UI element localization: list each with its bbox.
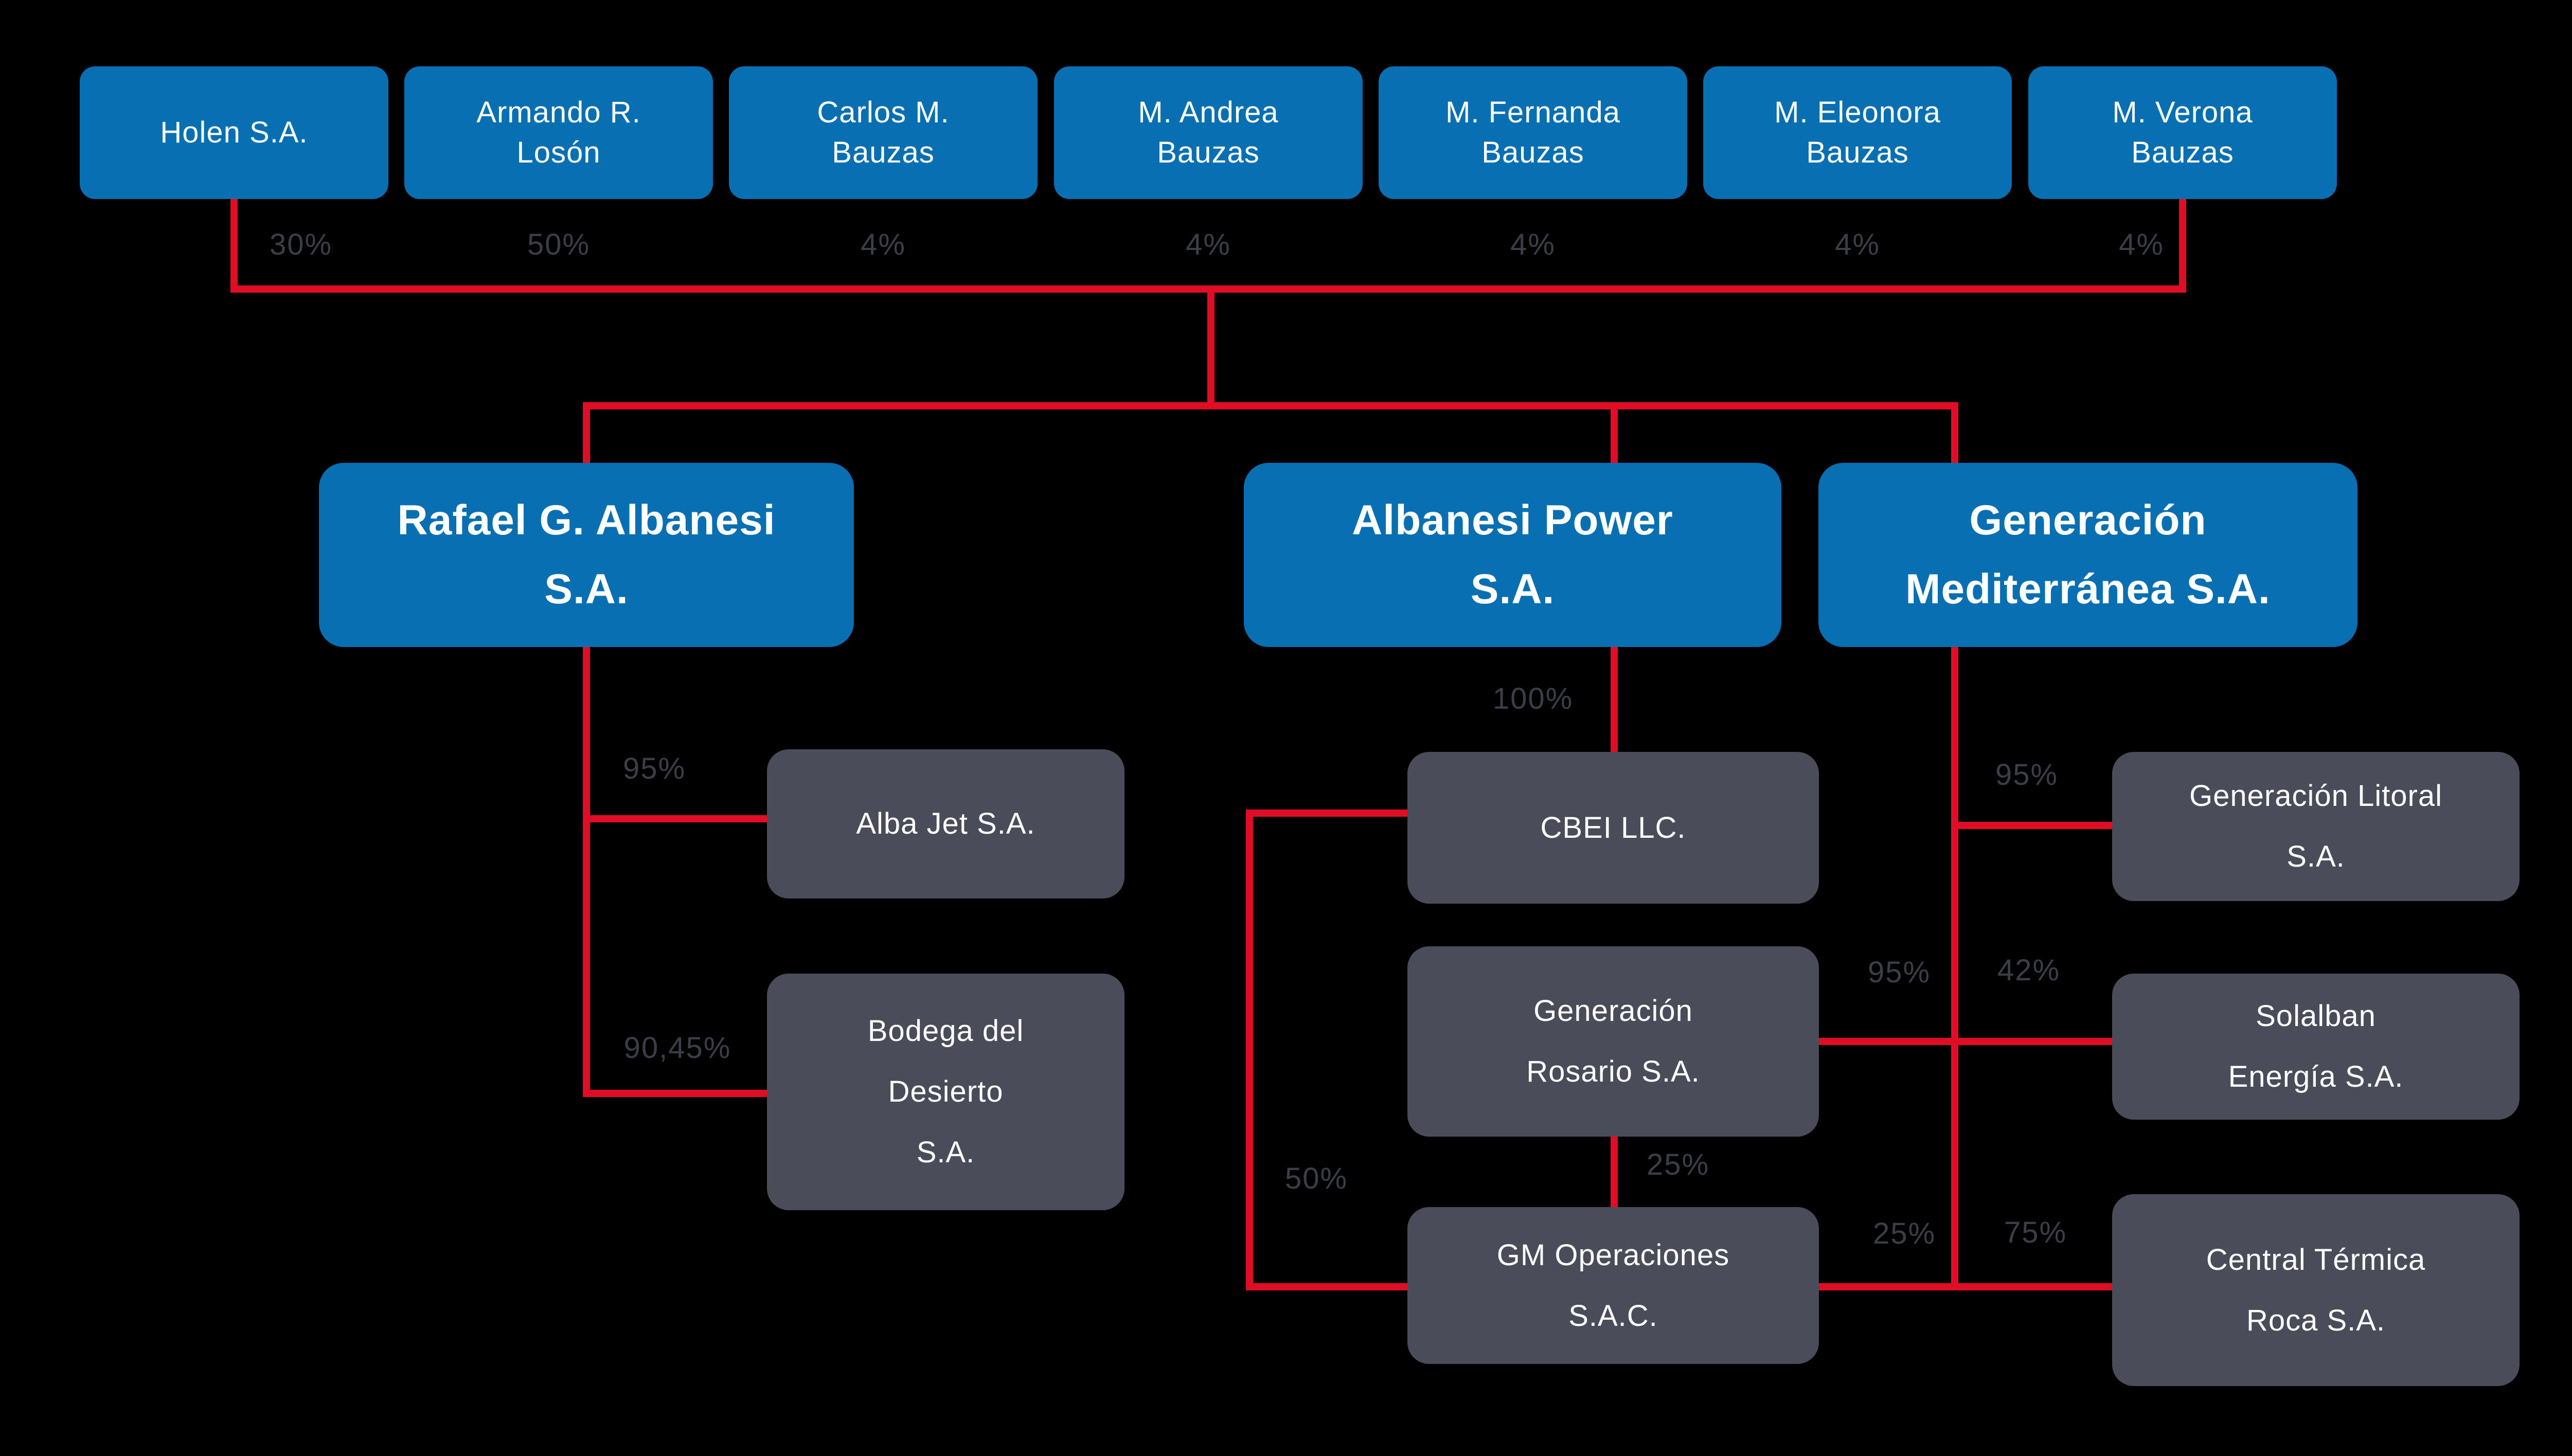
ownership-label-fernanda: 4% <box>1510 227 1556 261</box>
node-label: M. Andrea <box>1138 96 1279 129</box>
node-label: Bauzas <box>2131 136 2234 169</box>
connector-bodega-branch <box>583 1090 767 1097</box>
connector-rafael-stem <box>583 647 590 1097</box>
node-bodega-del-desierto-sa: Bodega del Desierto S.A. <box>767 974 1124 1210</box>
connector-albanesi-power-top-drop <box>1611 402 1618 463</box>
node-m-fernanda-bauzas: M. Fernanda Bauzas <box>1379 66 1687 199</box>
ownership-label-bodega: 90,45% <box>623 1031 731 1065</box>
ownership-label-ct-roca: 75% <box>2004 1215 2067 1249</box>
ownership-label-rosario: 95% <box>1867 955 1931 989</box>
node-label: S.A. <box>1470 566 1555 613</box>
node-alba-jet-sa: Alba Jet S.A. <box>767 749 1124 898</box>
node-gm-operaciones-sac: GM Operaciones S.A.C. <box>1407 1207 1819 1364</box>
node-albanesi-power-sa: Albanesi Power S.A. <box>1244 463 1781 647</box>
connector-center-drop <box>1207 285 1214 409</box>
node-label: Mediterránea S.A. <box>1905 566 2271 613</box>
connector-rosario-to-gmop <box>1611 1137 1618 1207</box>
node-label: Central Térmica <box>2206 1243 2426 1277</box>
node-cbei-llc: CBEI LLC. <box>1407 752 1819 904</box>
node-central-termica-roca-sa: Central Térmica Roca S.A. <box>2112 1194 2520 1386</box>
ownership-label-alba-jet: 95% <box>622 751 686 785</box>
connector-gmop-left-branch <box>1246 1283 1407 1290</box>
node-holen-sa: Holen S.A. <box>80 66 388 199</box>
connector-rafael-top-drop <box>583 402 590 463</box>
node-label: Losón <box>516 136 601 169</box>
ownership-label-solalban: 42% <box>1997 953 2061 987</box>
node-label: Energía S.A. <box>2228 1060 2404 1093</box>
connector-gmop-ctroca-branch <box>1819 1283 2112 1290</box>
connector-gmsa-top-drop <box>1951 402 1958 463</box>
ownership-label-cbei: 100% <box>1492 681 1574 715</box>
node-generacion-mediterranea-sa: Generación Mediterránea S.A. <box>1818 463 2357 647</box>
node-rafael-g-albanesi-sa: Rafael G. Albanesi S.A. <box>319 463 854 647</box>
node-label: S.A. <box>544 566 629 613</box>
ownership-label-armando: 50% <box>527 227 591 261</box>
node-m-andrea-bauzas: M. Andrea Bauzas <box>1054 66 1363 199</box>
node-label: Holen S.A. <box>160 116 308 149</box>
connector-cbei-left-branch <box>1246 810 1407 817</box>
node-label: Rafael G. Albanesi <box>397 497 776 544</box>
node-label: Bauzas <box>1157 136 1260 169</box>
node-label: Bauzas <box>1481 136 1584 169</box>
node-carlos-m-bauzas: Carlos M. Bauzas <box>729 66 1038 199</box>
node-label: Bodega del <box>867 1014 1024 1048</box>
node-label: S.A. <box>2287 840 2345 873</box>
node-label: M. Eleonora <box>1774 96 1941 129</box>
node-label: S.A. <box>916 1136 975 1169</box>
node-label: Albanesi Power <box>1352 497 1673 544</box>
ownership-label-holen: 30% <box>269 227 333 261</box>
node-label: Roca S.A. <box>2246 1303 2386 1337</box>
ownership-label-gmop-from-cbei: 50% <box>1284 1161 1348 1195</box>
node-generacion-rosario-sa: Generación Rosario S.A. <box>1407 946 1819 1137</box>
node-label: Solalban <box>2256 999 2376 1033</box>
node-label: Rosario S.A. <box>1526 1055 1700 1088</box>
node-label: Alba Jet S.A. <box>856 807 1035 840</box>
connector-verona-drop <box>2179 199 2186 293</box>
node-m-eleonora-bauzas: M. Eleonora Bauzas <box>1703 66 2012 199</box>
node-label: M. Verona <box>2112 96 2253 129</box>
ownership-label-carlos: 4% <box>861 227 906 261</box>
node-label: Bauzas <box>832 136 935 169</box>
node-label: Carlos M. <box>817 96 950 129</box>
node-label: Bauzas <box>1806 136 1909 169</box>
node-label: Armando R. <box>476 96 641 129</box>
node-armando-r-loson: Armando R. Losón <box>404 66 713 199</box>
node-generacion-litoral-sa: Generación Litoral S.A. <box>2112 752 2520 901</box>
ownership-label-gmop-from-gmsa: 25% <box>1872 1216 1936 1250</box>
connector-cbei-gmop-stem <box>1246 810 1253 1290</box>
connector-holen-drop <box>230 199 238 293</box>
node-solalban-energia-sa: Solalban Energía S.A. <box>2112 974 2520 1120</box>
ownership-label-eleonora: 4% <box>1835 227 1880 261</box>
connector-litoral-branch <box>1951 822 2112 829</box>
node-label: S.A.C. <box>1568 1299 1658 1333</box>
node-label: Generación <box>1533 994 1693 1028</box>
connector-rosario-solalban-branch <box>1819 1038 2112 1045</box>
node-label: CBEI LLC. <box>1540 811 1686 844</box>
node-label: Generación Litoral <box>2189 779 2442 813</box>
connector-holdings-bus <box>583 402 1958 409</box>
ownership-label-andrea: 4% <box>1186 227 1231 261</box>
connector-albajet-branch <box>583 815 767 822</box>
node-label: GM Operaciones <box>1496 1238 1730 1272</box>
node-label: M. Fernanda <box>1445 96 1620 129</box>
ownership-label-verona: 4% <box>2119 227 2164 261</box>
node-label: Desierto <box>888 1075 1004 1108</box>
node-label: Generación <box>1969 497 2207 544</box>
connector-gmsa-stem <box>1951 647 1958 1290</box>
node-m-verona-bauzas: M. Verona Bauzas <box>2028 66 2337 199</box>
connector-ap-to-cbei <box>1611 647 1618 752</box>
ownership-label-gmop-from-rosario: 25% <box>1646 1147 1710 1181</box>
ownership-label-litoral: 95% <box>1995 758 2059 792</box>
